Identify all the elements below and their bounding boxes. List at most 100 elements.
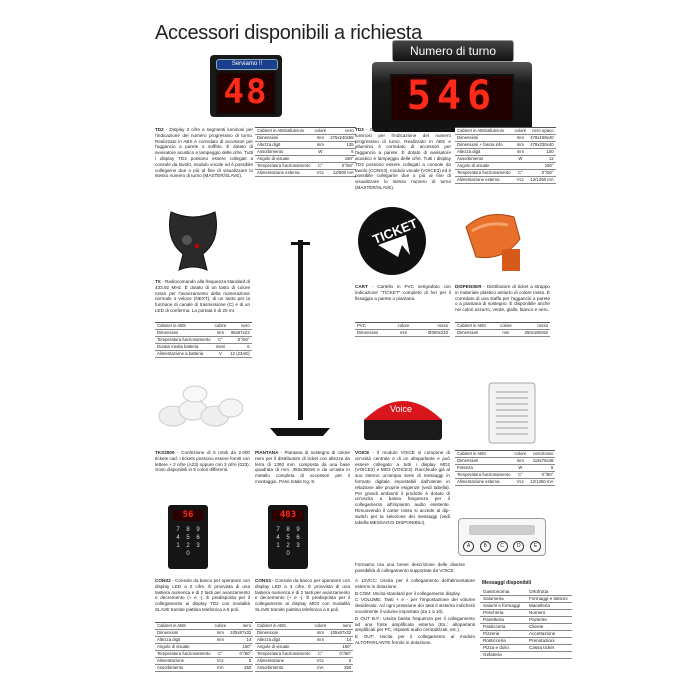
keypad-key: 4 bbox=[276, 535, 280, 541]
keypad-key: 8 bbox=[286, 527, 290, 533]
spec-value: 250 bbox=[328, 664, 354, 672]
spec-value: 12 bbox=[528, 155, 556, 163]
spec-value: 105x87x32 bbox=[228, 629, 254, 637]
voice-connections-list: A 12VCC: Uscita per il collegamento dell… bbox=[355, 578, 475, 647]
dispenser-description: DISPENSER - Distributore di ticket a str… bbox=[455, 284, 550, 313]
keypad-key: 1 bbox=[276, 543, 280, 549]
spec-value: 5 bbox=[328, 657, 354, 665]
message-cell: Macelleria bbox=[526, 602, 572, 610]
spec-unit: mm bbox=[496, 329, 516, 337]
voice-description: VOICE - Il modulo VOICE si compone di un… bbox=[355, 450, 450, 525]
spec-label: Cabinet in ABS bbox=[155, 622, 213, 630]
spec-label: Cabinet in ABS bbox=[155, 322, 213, 330]
voice-connection-item: D OUT B.F.: Uscita bassa frequenza per i… bbox=[355, 615, 475, 633]
keypad-key: 9 bbox=[196, 527, 200, 533]
spec-label: Cabinet in ABS/alluminio bbox=[255, 127, 313, 135]
spec-value: 14 bbox=[228, 636, 254, 644]
spec-unit: mm bbox=[392, 329, 416, 337]
keypad-key: 5 bbox=[286, 535, 290, 541]
td2-digits: 48 bbox=[223, 72, 269, 112]
spec-label: Angolo di visuale bbox=[255, 155, 313, 163]
spec-label: Angolo di visuale bbox=[155, 643, 213, 651]
message-cell bbox=[526, 651, 572, 659]
spec-value: nero bbox=[328, 127, 356, 135]
spec-label: Assorbimento bbox=[455, 155, 513, 163]
message-cell: Salumeria bbox=[480, 595, 526, 603]
spec-label: Alimentazione esterna bbox=[255, 169, 313, 177]
cons3-lcd: 483 bbox=[272, 510, 304, 521]
message-cell: Cassa ticket bbox=[526, 644, 572, 652]
spec-value: nero bbox=[328, 622, 354, 630]
keypad-key bbox=[193, 551, 203, 557]
spec-value: 250x180x50 bbox=[515, 329, 550, 337]
connector-label: C bbox=[496, 541, 508, 552]
message-cell: Paziente bbox=[526, 616, 572, 624]
piantana-name: PIANTANA bbox=[255, 450, 279, 455]
spec-label: Temperatura funzionamento bbox=[455, 169, 513, 177]
spec-value: nero/rosso bbox=[528, 450, 556, 458]
spec-unit: mm bbox=[512, 457, 529, 465]
keypad-key: 2 bbox=[186, 543, 190, 549]
spec-label: Dimensioni bbox=[355, 329, 393, 337]
spec-value: nero bbox=[228, 322, 252, 330]
spec-unit: colore bbox=[496, 322, 516, 330]
keypad-key: 2 bbox=[286, 543, 290, 549]
cons3-name: CONS3 bbox=[255, 578, 271, 583]
spec-label: PVC bbox=[355, 322, 393, 330]
spec-row: Angolo di visuale 150° bbox=[455, 162, 556, 170]
spec-value: rosso bbox=[415, 322, 450, 330]
spec-value: 12/1250 mA bbox=[528, 176, 556, 184]
keypad-key: 3 bbox=[196, 543, 200, 549]
spec-unit: mm bbox=[312, 134, 329, 142]
spec-value: 0°/50° bbox=[528, 471, 556, 479]
tx-description: TX - Radiocomando alla frequenza standar… bbox=[155, 279, 250, 313]
spec-unit: Vcc bbox=[312, 657, 329, 665]
voice-connection-item: A 12VCC: Uscita per il collegamento dell… bbox=[355, 578, 475, 589]
spec-label: Angolo di visuale bbox=[455, 162, 513, 170]
spec-value: 6 bbox=[328, 148, 356, 156]
spec-value: 478x158x40 bbox=[528, 134, 556, 142]
spec-unit: colore bbox=[312, 622, 329, 630]
message-cell: Pizzeria bbox=[480, 630, 526, 638]
spec-value: 250 bbox=[228, 664, 254, 672]
voice-connections-intro: Forniamo ora una breve descrizione delle… bbox=[355, 562, 465, 573]
tks2000-rolls-image bbox=[158, 385, 244, 427]
spec-value: rosso bbox=[515, 322, 550, 330]
message-cell: Panetteria bbox=[480, 616, 526, 624]
keypad-key bbox=[173, 551, 183, 557]
spec-unit: C° bbox=[312, 650, 329, 658]
spec-value: 95x67x23 bbox=[228, 329, 252, 337]
cons2-lcd: 56 bbox=[173, 510, 203, 521]
spec-unit bbox=[512, 162, 529, 170]
td3-display-image: Numero di turno 546 bbox=[372, 38, 532, 138]
voice-logo: Voice bbox=[390, 404, 412, 414]
spec-value: 150° bbox=[528, 162, 556, 170]
